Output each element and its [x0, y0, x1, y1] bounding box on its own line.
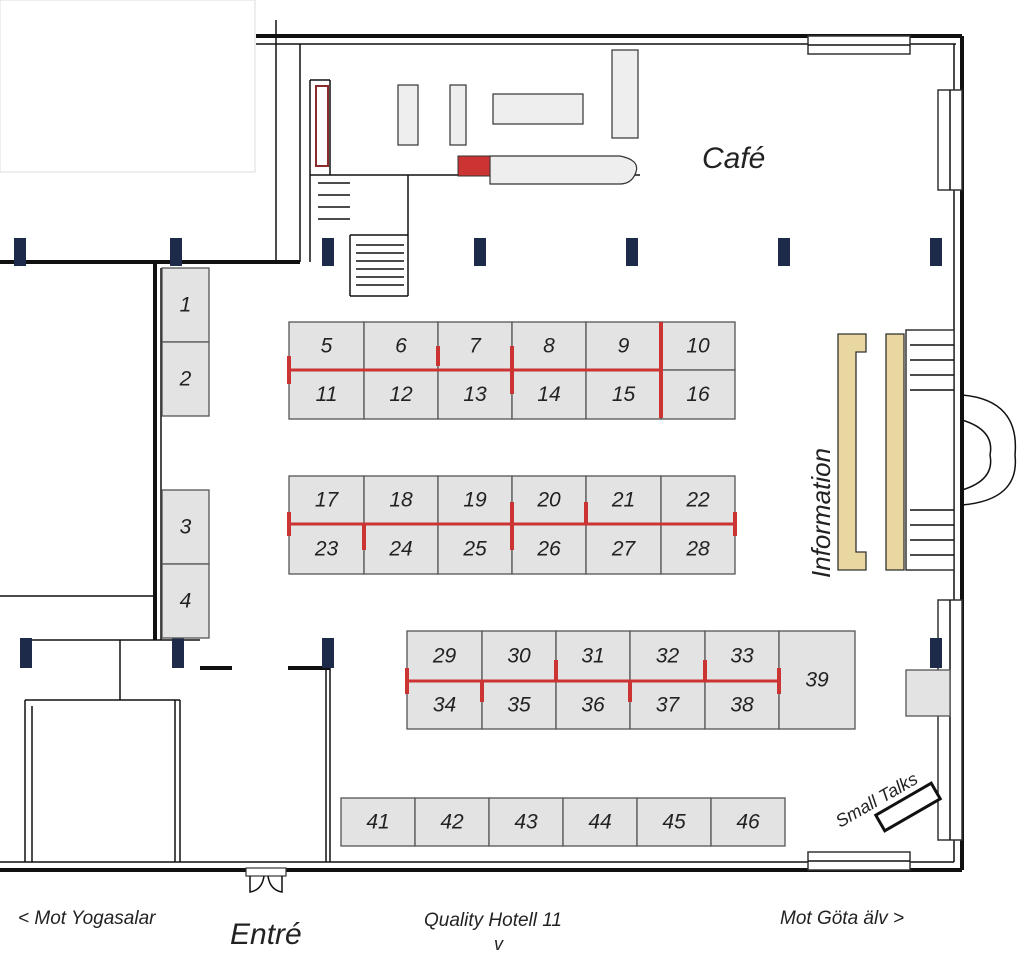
- booth-18: [363, 475, 439, 525]
- booth-33: [704, 630, 780, 682]
- booth-12: [363, 369, 439, 420]
- booth-label-14: 14: [537, 383, 560, 406]
- booth-label-23: 23: [314, 538, 339, 561]
- booth-28: [660, 523, 736, 575]
- booth-label-42: 42: [440, 811, 464, 834]
- main-entrance-doors: [245, 867, 287, 893]
- booth-1: [161, 267, 210, 343]
- booth-label-26: 26: [536, 538, 561, 561]
- booth-label-29: 29: [432, 645, 457, 668]
- entrance-label: Entré: [230, 918, 302, 951]
- building-walls: [0, 0, 964, 872]
- booth-39: [778, 630, 856, 730]
- booth-label-27: 27: [611, 538, 637, 561]
- booth-label-28: 28: [685, 538, 710, 561]
- booth-label-38: 38: [730, 694, 754, 717]
- booth-label-21: 21: [611, 489, 635, 512]
- booth-label-19: 19: [463, 489, 487, 512]
- cafe-counter: [315, 49, 639, 185]
- direction-center-label: Quality Hotell 11: [424, 910, 562, 931]
- booth-19: [437, 475, 513, 525]
- booth-label-16: 16: [686, 383, 710, 406]
- booth-label-39: 39: [805, 669, 829, 692]
- booth-label-43: 43: [514, 811, 538, 834]
- booth-16: [660, 369, 736, 420]
- booth-label-11: 11: [316, 383, 338, 406]
- booth-3: [161, 489, 210, 565]
- booth-label-9: 9: [618, 335, 630, 358]
- booth-43: [488, 797, 564, 847]
- booth-label-13: 13: [463, 383, 487, 406]
- booth-15: [585, 369, 662, 420]
- booth-label-32: 32: [656, 645, 680, 668]
- booth-2: [161, 341, 210, 417]
- booth-label-18: 18: [389, 489, 413, 512]
- booth-label-12: 12: [389, 383, 413, 406]
- booth-label-45: 45: [662, 811, 686, 834]
- booth-label-17: 17: [315, 489, 340, 512]
- booth-38: [704, 680, 780, 730]
- booth-35: [481, 680, 557, 730]
- booth-divider-lines: [287, 322, 781, 702]
- information-label: Information: [806, 448, 836, 578]
- booth-label-1: 1: [180, 294, 192, 317]
- direction-right-label: Mot Göta älv >: [780, 908, 904, 929]
- booth-7: [437, 321, 513, 371]
- small-talks-stage: [873, 781, 943, 833]
- booth-label-44: 44: [588, 811, 611, 834]
- booth-label-30: 30: [507, 645, 531, 668]
- booth-32: [629, 630, 706, 682]
- booth-label-25: 25: [462, 538, 487, 561]
- booth-17: [288, 475, 365, 525]
- booth-42: [414, 797, 490, 847]
- booth-31: [555, 630, 631, 682]
- cafe-label: Café: [702, 142, 765, 175]
- booth-label-5: 5: [321, 335, 333, 358]
- staircase: [318, 182, 404, 286]
- booth-21: [585, 475, 662, 525]
- direction-center-arrow: v: [494, 934, 504, 954]
- booth-41: [340, 797, 416, 847]
- booth-37: [629, 680, 706, 730]
- booth-label-34: 34: [433, 694, 456, 717]
- booth-label-33: 33: [730, 645, 754, 668]
- booth-label-6: 6: [395, 335, 407, 358]
- booth-label-24: 24: [388, 538, 412, 561]
- booth-label-8: 8: [543, 335, 555, 358]
- booth-label-46: 46: [736, 811, 760, 834]
- information-desk: [837, 333, 905, 571]
- booth-46: [710, 797, 786, 847]
- booth-label-31: 31: [581, 645, 604, 668]
- booth-23: [288, 523, 365, 575]
- equipment-box: [905, 669, 951, 717]
- booth-label-35: 35: [507, 694, 531, 717]
- booth-27: [585, 523, 662, 575]
- booth-label-20: 20: [536, 489, 561, 512]
- booth-45: [636, 797, 712, 847]
- booth-label-41: 41: [366, 811, 389, 834]
- booth-label-4: 4: [180, 590, 192, 613]
- booth-label-2: 2: [179, 368, 192, 391]
- booth-label-37: 37: [656, 694, 681, 717]
- booth-30: [481, 630, 557, 682]
- booth-label-10: 10: [686, 335, 710, 358]
- booth-label-7: 7: [469, 335, 482, 358]
- booth-4: [161, 563, 210, 639]
- booth-34: [406, 680, 483, 730]
- side-entrance-doors: [905, 329, 1017, 571]
- booth-label-15: 15: [612, 383, 636, 406]
- booth-44: [562, 797, 638, 847]
- booth-25: [437, 523, 513, 575]
- booth-8: [511, 321, 587, 371]
- booth-label-36: 36: [581, 694, 605, 717]
- booth-36: [555, 680, 631, 730]
- direction-left-label: < Mot Yogasalar: [18, 908, 156, 929]
- booth-label-3: 3: [180, 516, 192, 539]
- booth-label-22: 22: [685, 489, 710, 512]
